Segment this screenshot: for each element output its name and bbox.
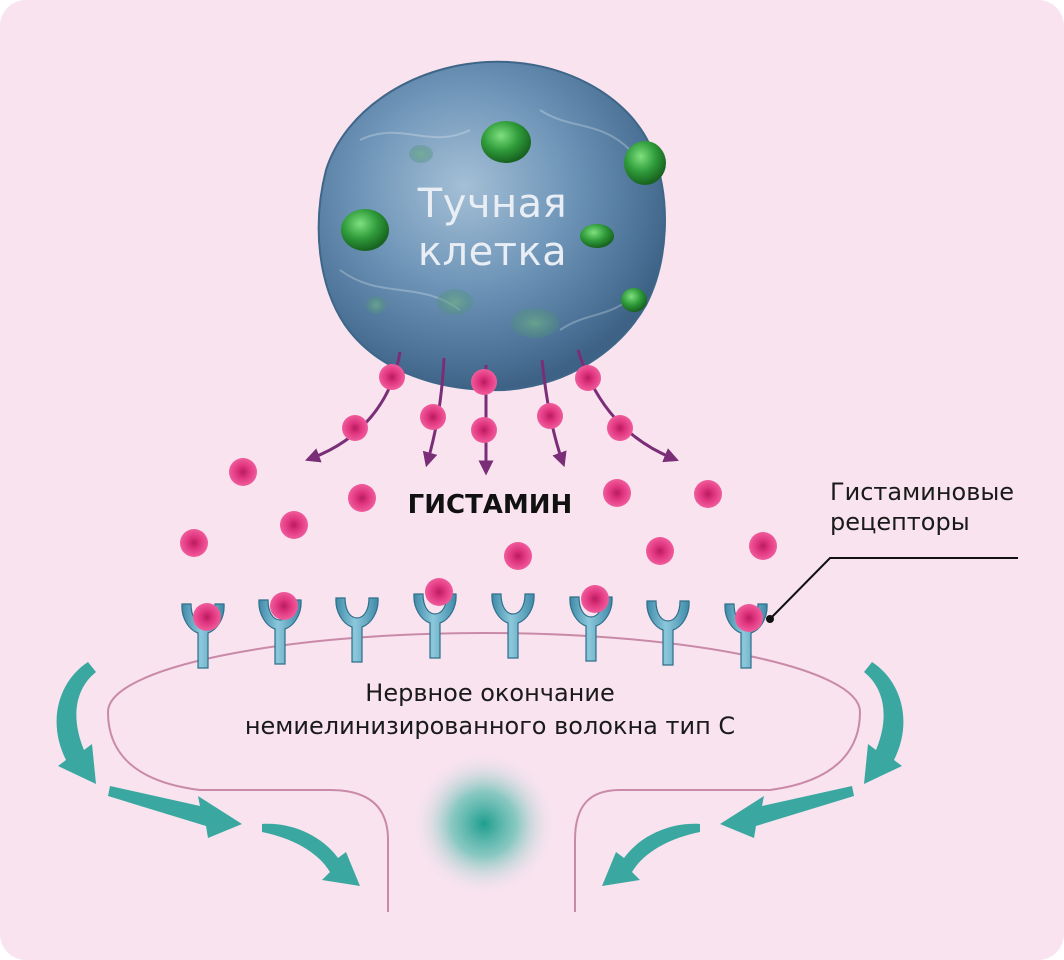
histamine-molecules	[180, 364, 777, 570]
histamine-molecule	[280, 511, 308, 539]
signal-arrow	[864, 662, 904, 784]
granule	[409, 145, 433, 163]
histamine-receptors	[181, 593, 768, 669]
signal-arrows-right	[602, 662, 904, 886]
bound-histamine-molecule	[270, 592, 298, 620]
nerve-ending-label: Нервное окончание немиелинизированного в…	[220, 677, 760, 743]
y-shaped-receptor	[335, 597, 379, 663]
receptors-label-line1: Гистаминовые	[830, 478, 1015, 506]
mast-cell-label-line1: Тучная	[417, 181, 568, 227]
receptor-leader-line	[766, 557, 1018, 623]
histamine-molecule	[342, 415, 368, 441]
bound-histamine-molecule	[581, 585, 609, 613]
granule	[366, 296, 386, 314]
histamine-molecule	[471, 369, 497, 395]
signal-arrow	[56, 662, 96, 784]
granule	[481, 121, 531, 163]
histamine-molecule	[504, 542, 532, 570]
nerve-ending-label-line1: Нервное окончание	[365, 679, 615, 707]
receptors-label-line2: рецепторы	[830, 508, 970, 536]
mast-cell-label: Тучная клетка	[360, 180, 625, 276]
signal-arrow	[262, 823, 360, 886]
histamine-molecule	[229, 458, 257, 486]
bound-histamine-molecule	[425, 578, 453, 606]
histamine-molecule	[348, 484, 376, 512]
histamine-molecule	[471, 417, 497, 443]
histamine-molecule	[575, 365, 601, 391]
bound-histamine-molecule	[193, 603, 221, 631]
mast-cell-label-line2: клетка	[417, 229, 568, 275]
signal-arrow	[108, 786, 242, 838]
receptors-label: Гистаминовые рецепторы	[830, 477, 1014, 537]
granule	[580, 224, 614, 248]
histamine-molecule	[537, 403, 563, 429]
bound-histamine-molecule	[735, 604, 763, 632]
y-shaped-receptor	[646, 600, 690, 666]
nerve-ending-label-line2: немиелинизированного волокна тип С	[244, 712, 736, 740]
bound-histamine	[193, 578, 763, 632]
histamine-molecule	[646, 537, 674, 565]
histamine-molecule	[180, 529, 208, 557]
signal-arrow	[720, 786, 854, 838]
granule	[511, 308, 559, 338]
nerve-ending	[106, 631, 862, 912]
histamine-molecule	[379, 364, 405, 390]
histamine-molecule	[607, 415, 633, 441]
signal-glow	[412, 752, 556, 896]
histamine-molecule	[603, 479, 631, 507]
histamine-molecule	[420, 404, 446, 430]
granule	[624, 141, 666, 185]
granule	[621, 288, 647, 312]
granule	[341, 209, 389, 251]
signal-arrow	[602, 823, 700, 886]
granule	[437, 289, 473, 315]
histamine-molecule	[694, 480, 722, 508]
histamine-molecule	[749, 532, 777, 560]
histamine-label: ГИСТАМИН	[407, 490, 573, 520]
y-shaped-receptor	[491, 593, 535, 659]
mast-cell	[317, 60, 666, 392]
signal-arrows-left	[56, 662, 360, 886]
